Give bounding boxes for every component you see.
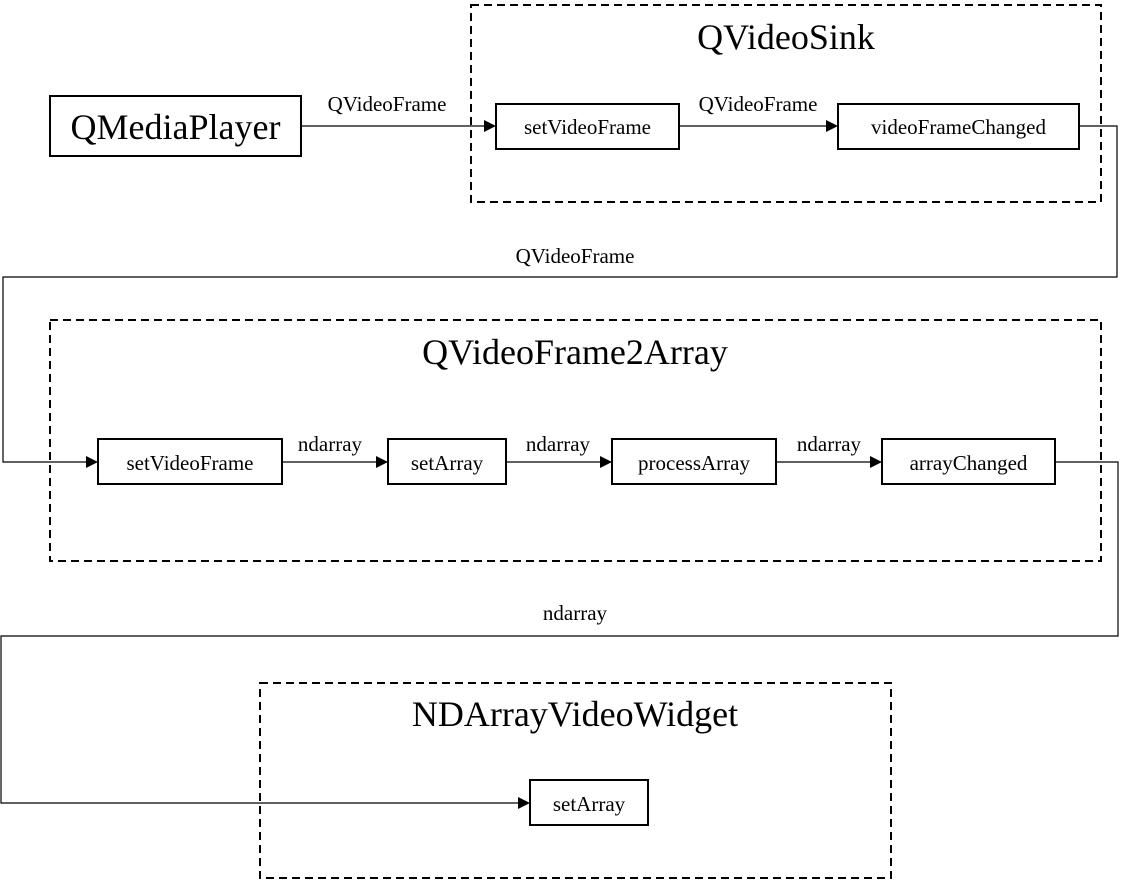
group-qvideoframe2array <box>49 319 1102 562</box>
edge-label-v2a-to-widget: ndarray <box>543 601 608 625</box>
node-qmediaplayer-box <box>49 95 302 157</box>
node-v2a-process-array-label: processArray <box>638 451 750 475</box>
arrowhead-v2a-frame-to-array <box>376 456 388 468</box>
node-v2a-set-video-frame-label: setVideoFrame <box>126 451 253 475</box>
arrowhead-v2a-array-to-process <box>600 456 612 468</box>
group-ndarrayvideowidget <box>259 682 892 879</box>
edge-sink-to-v2a <box>2 125 1118 463</box>
node-sink-video-frame-changed-box <box>837 103 1080 150</box>
edge-label-sink-to-v2a: QVideoFrame <box>516 244 635 268</box>
node-widget-set-array-box <box>529 779 649 826</box>
edge-label-player-to-sink: QVideoFrame <box>328 92 447 116</box>
node-v2a-array-changed-box <box>881 438 1056 485</box>
node-sink-set-video-frame-box <box>495 103 680 150</box>
node-v2a-set-array-box <box>387 438 507 485</box>
node-sink-set-video-frame-label: setVideoFrame <box>524 115 651 139</box>
arrowhead-player-to-sink <box>484 120 496 132</box>
node-v2a-set-video-frame-box <box>97 438 283 485</box>
arrowhead-v2a-to-widget <box>518 797 530 809</box>
group-title-qvideoframe2array: QVideoFrame2Array <box>422 332 728 372</box>
group-title-ndarrayvideowidget: NDArrayVideoWidget <box>412 694 738 734</box>
node-v2a-array-changed-label: arrayChanged <box>910 451 1028 475</box>
edge-label-v2a-frame-to-array: ndarray <box>298 432 363 456</box>
edge-label-v2a-array-to-process: ndarray <box>526 432 591 456</box>
group-qvideosink <box>470 4 1102 203</box>
node-v2a-process-array-box <box>611 438 777 485</box>
edge-label-sink-internal: QVideoFrame <box>699 92 818 116</box>
edge-label-v2a-process-to-changed: ndarray <box>797 432 862 456</box>
edge-v2a-to-widget <box>0 461 1119 804</box>
node-v2a-set-array-label: setArray <box>411 451 484 475</box>
arrowhead-sink-internal <box>826 120 838 132</box>
node-qmediaplayer-label: QMediaPlayer <box>71 107 281 147</box>
arrowhead-sink-to-v2a <box>86 456 98 468</box>
group-title-qvideosink: QVideoSink <box>697 17 875 57</box>
node-sink-video-frame-changed-label: videoFrameChanged <box>871 115 1046 139</box>
node-widget-set-array-label: setArray <box>553 792 626 816</box>
arrowhead-v2a-process-to-changed <box>870 456 882 468</box>
